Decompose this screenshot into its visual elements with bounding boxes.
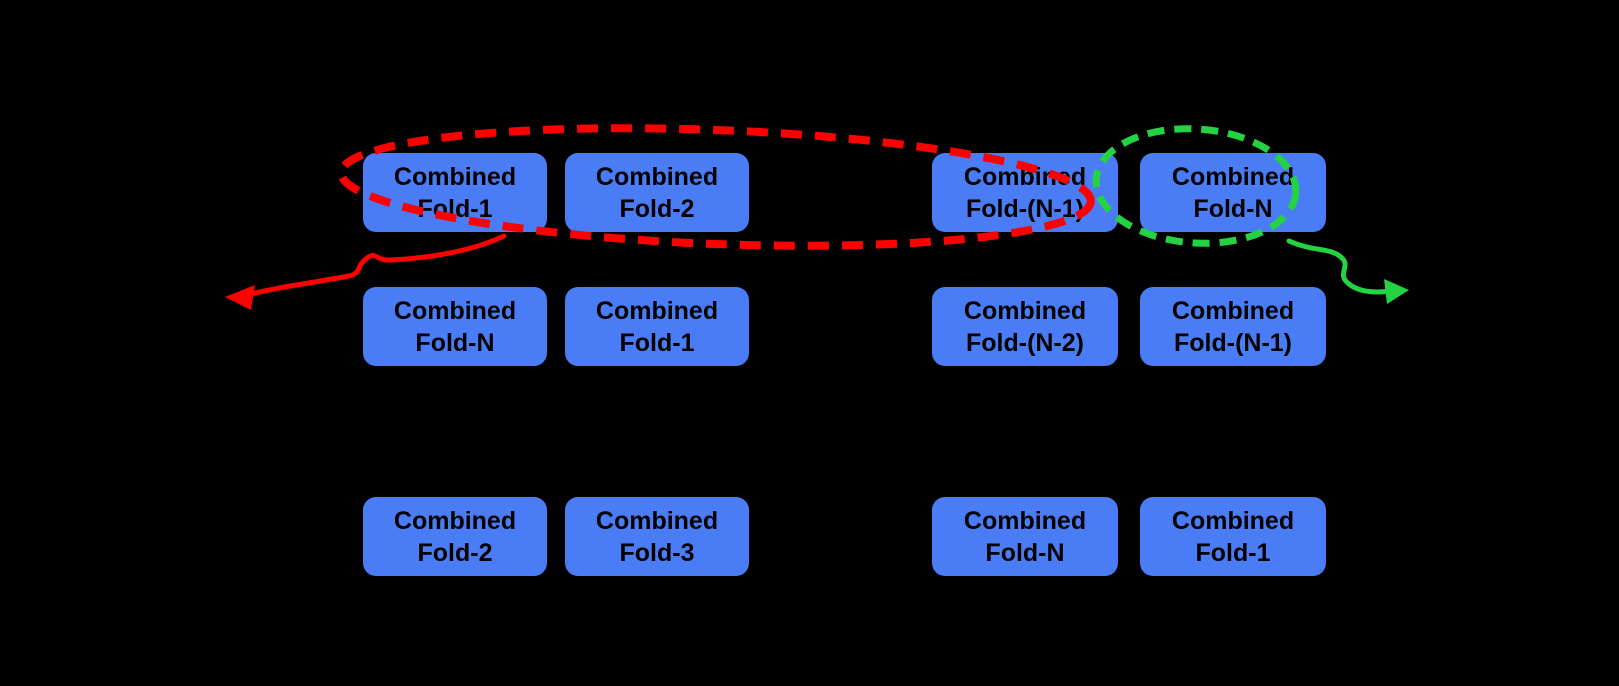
- fold-box-r2c3: Combined Fold-(N-2): [932, 287, 1118, 366]
- fold-box-r1c2: Combined Fold-2: [565, 153, 749, 232]
- fold-box-line1: Combined: [393, 296, 517, 325]
- fold-box-line2: Fold-(N-1): [1173, 328, 1293, 357]
- fold-box-line2: Fold-2: [619, 194, 695, 223]
- fold-box-line2: Fold-1: [417, 194, 493, 223]
- fold-box-line1: Combined: [1171, 162, 1295, 191]
- fold-box-line1: Combined: [963, 506, 1087, 535]
- fold-box-r3c3: Combined Fold-N: [932, 497, 1118, 576]
- fold-box-line2: Fold-3: [619, 538, 695, 567]
- fold-box-r3c4: Combined Fold-1: [1140, 497, 1326, 576]
- fold-box-line2: Fold-N: [1193, 194, 1273, 223]
- fold-box-r1c1: Combined Fold-1: [363, 153, 547, 232]
- fold-box-line1: Combined: [595, 162, 719, 191]
- fold-box-line2: Fold-(N-1): [965, 194, 1085, 223]
- green-arrowhead-icon: [1384, 279, 1409, 304]
- fold-box-line2: Fold-1: [619, 328, 695, 357]
- fold-box-line2: Fold-1: [1195, 538, 1271, 567]
- fold-box-r3c1: Combined Fold-2: [363, 497, 547, 576]
- red-arrowhead-icon: [225, 285, 255, 310]
- fold-box-r1c3: Combined Fold-(N-1): [932, 153, 1118, 232]
- green-curved-arrow: [1286, 238, 1393, 295]
- fold-box-r2c1: Combined Fold-N: [363, 287, 547, 366]
- fold-box-r1c4: Combined Fold-N: [1140, 153, 1326, 232]
- fold-box-line1: Combined: [963, 162, 1087, 191]
- fold-box-line1: Combined: [595, 506, 719, 535]
- fold-box-line1: Combined: [963, 296, 1087, 325]
- fold-box-line1: Combined: [595, 296, 719, 325]
- fold-box-line1: Combined: [1171, 506, 1295, 535]
- fold-box-line1: Combined: [1171, 296, 1295, 325]
- fold-box-r2c4: Combined Fold-(N-1): [1140, 287, 1326, 366]
- fold-box-line2: Fold-2: [417, 538, 493, 567]
- fold-box-line1: Combined: [393, 506, 517, 535]
- fold-box-line2: Fold-N: [415, 328, 495, 357]
- fold-box-line1: Combined: [393, 162, 517, 191]
- fold-box-line2: Fold-(N-2): [965, 328, 1085, 357]
- fold-box-r2c2: Combined Fold-1: [565, 287, 749, 366]
- fold-box-r3c2: Combined Fold-3: [565, 497, 749, 576]
- fold-box-line2: Fold-N: [985, 538, 1065, 567]
